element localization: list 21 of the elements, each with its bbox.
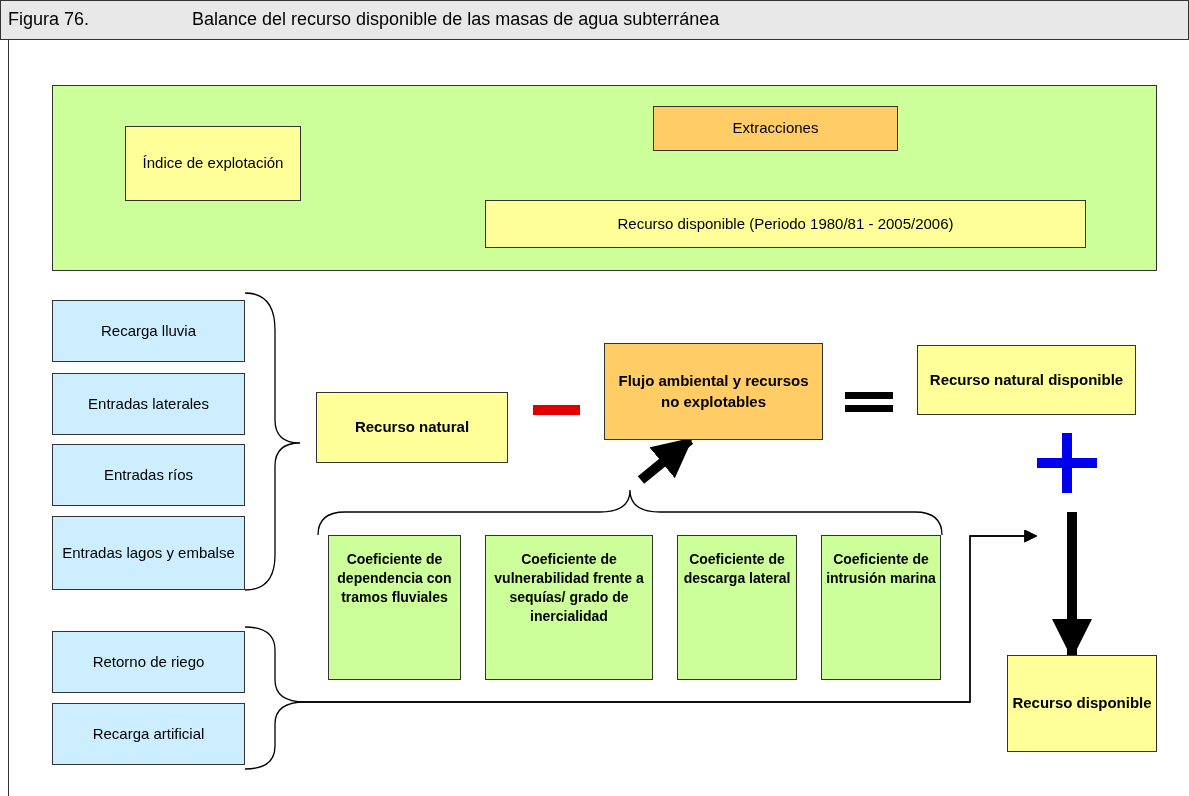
- input-box: Entradas ríos: [52, 444, 245, 506]
- result-box: Recurso natural: [316, 392, 508, 463]
- input-box: Retorno de riego: [52, 631, 245, 693]
- coefficient-box: Coeficiente de vulnerabilidad frente a sequías/ grado de inercialidad: [485, 535, 653, 680]
- input-box: Recarga artificial: [52, 703, 245, 765]
- numerator-box: Extracciones: [653, 106, 898, 151]
- input-box: Entradas laterales: [52, 373, 245, 435]
- result-box: Recurso natural disponible: [917, 345, 1136, 415]
- figure-title: Balance del recurso disponible de las masas de agua subterránea: [192, 9, 720, 30]
- coefficient-box: Coeficiente de dependencia con tramos fluviales: [328, 535, 461, 680]
- coefficient-box: Coeficiente de intrusión marina: [821, 535, 941, 680]
- figure-number: Figura 76.: [8, 9, 90, 30]
- denominator-box: Recurso disponible (Periodo 1980/81 - 2005/2006): [485, 200, 1086, 248]
- deduction-box: Flujo ambiental y recursos no explotables: [604, 343, 823, 440]
- arrow: [244, 529, 1038, 770]
- input-box: Recarga lluvia: [52, 300, 245, 362]
- result-box: Recurso disponible: [1007, 655, 1157, 752]
- formula-panel: [52, 85, 1157, 271]
- input-box: Entradas lagos y embalse: [52, 516, 245, 590]
- coefficient-box: Coeficiente de descarga lateral: [677, 535, 797, 680]
- index-box: Índice de explotación: [125, 126, 301, 201]
